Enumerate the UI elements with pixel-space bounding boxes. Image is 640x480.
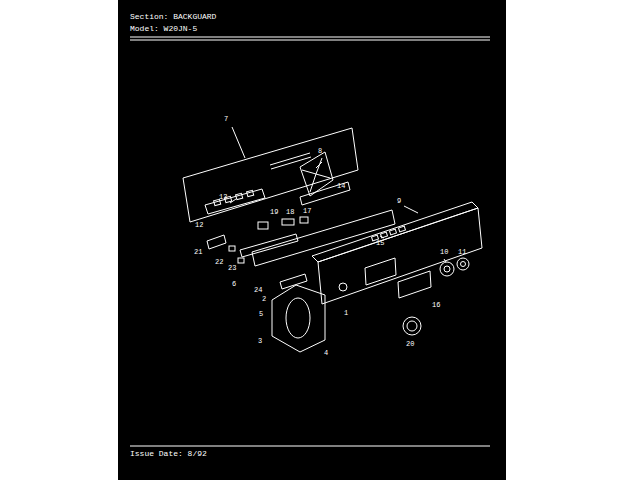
callout-number: 16 [432, 302, 440, 309]
footer-text: Issue Date: 8/92 [130, 450, 207, 458]
control-knob [403, 317, 421, 335]
end-cap [272, 285, 325, 352]
console-knob [440, 262, 454, 276]
footer-rule [130, 446, 490, 447]
callout-number: 23 [228, 265, 236, 272]
callout-number: 5 [259, 311, 263, 318]
selector [207, 235, 226, 249]
console-buttons [372, 226, 406, 241]
callout-number: 18 [286, 209, 294, 216]
callout-number: 19 [270, 209, 278, 216]
callout-number: 13 [219, 194, 227, 201]
header-rule [130, 37, 490, 38]
end-cap-insert [286, 298, 310, 338]
callout-number: 1 [344, 310, 348, 317]
switch-part [258, 222, 268, 229]
sheet-ground [118, 0, 506, 480]
small-part [238, 258, 244, 263]
switch-part [300, 217, 308, 223]
timer-spokes [302, 158, 330, 192]
knob-center [407, 321, 417, 331]
callout-number: 17 [303, 208, 311, 215]
panel-slot [271, 157, 311, 169]
callout-number: 10 [440, 249, 448, 256]
callout-number: 8 [318, 148, 322, 155]
timer-bracket [300, 152, 333, 196]
console-top [312, 202, 478, 262]
callout-number: 9 [397, 198, 401, 205]
knob-center [444, 266, 450, 272]
switch-block [205, 189, 265, 214]
switch-part [282, 219, 294, 225]
rear-panel [183, 128, 358, 222]
console-front [318, 208, 482, 304]
header-text: Section: BACKGUARD [130, 13, 216, 21]
bracket [240, 234, 298, 257]
callout-number: 21 [194, 249, 202, 256]
callout-number: 4 [324, 350, 328, 357]
small-part [229, 246, 235, 251]
console-knob [457, 258, 469, 270]
callout-number: 24 [254, 287, 262, 294]
callout-number: 7 [224, 116, 228, 123]
header-rule [130, 40, 490, 41]
callout-number: 2 [262, 296, 266, 303]
console-hole [339, 283, 347, 291]
inner-plate [252, 210, 395, 266]
switch-keys [214, 190, 254, 205]
callout-number: 20 [406, 341, 414, 348]
callout-number: 22 [215, 259, 223, 266]
header-text: Model: W20JN-5 [130, 25, 197, 33]
callout-number: 3 [258, 338, 262, 345]
callout-number: 15 [376, 240, 384, 247]
display-window [365, 258, 396, 285]
knob-center [461, 262, 466, 267]
callout-number: 12 [195, 222, 203, 229]
keypad [398, 271, 431, 298]
mount-bracket [300, 182, 350, 205]
callout-number: 14 [337, 183, 345, 190]
leader-lines [230, 127, 446, 262]
callout-number: 6 [232, 281, 236, 288]
clip [280, 274, 307, 289]
callout-number: 11 [458, 249, 466, 256]
